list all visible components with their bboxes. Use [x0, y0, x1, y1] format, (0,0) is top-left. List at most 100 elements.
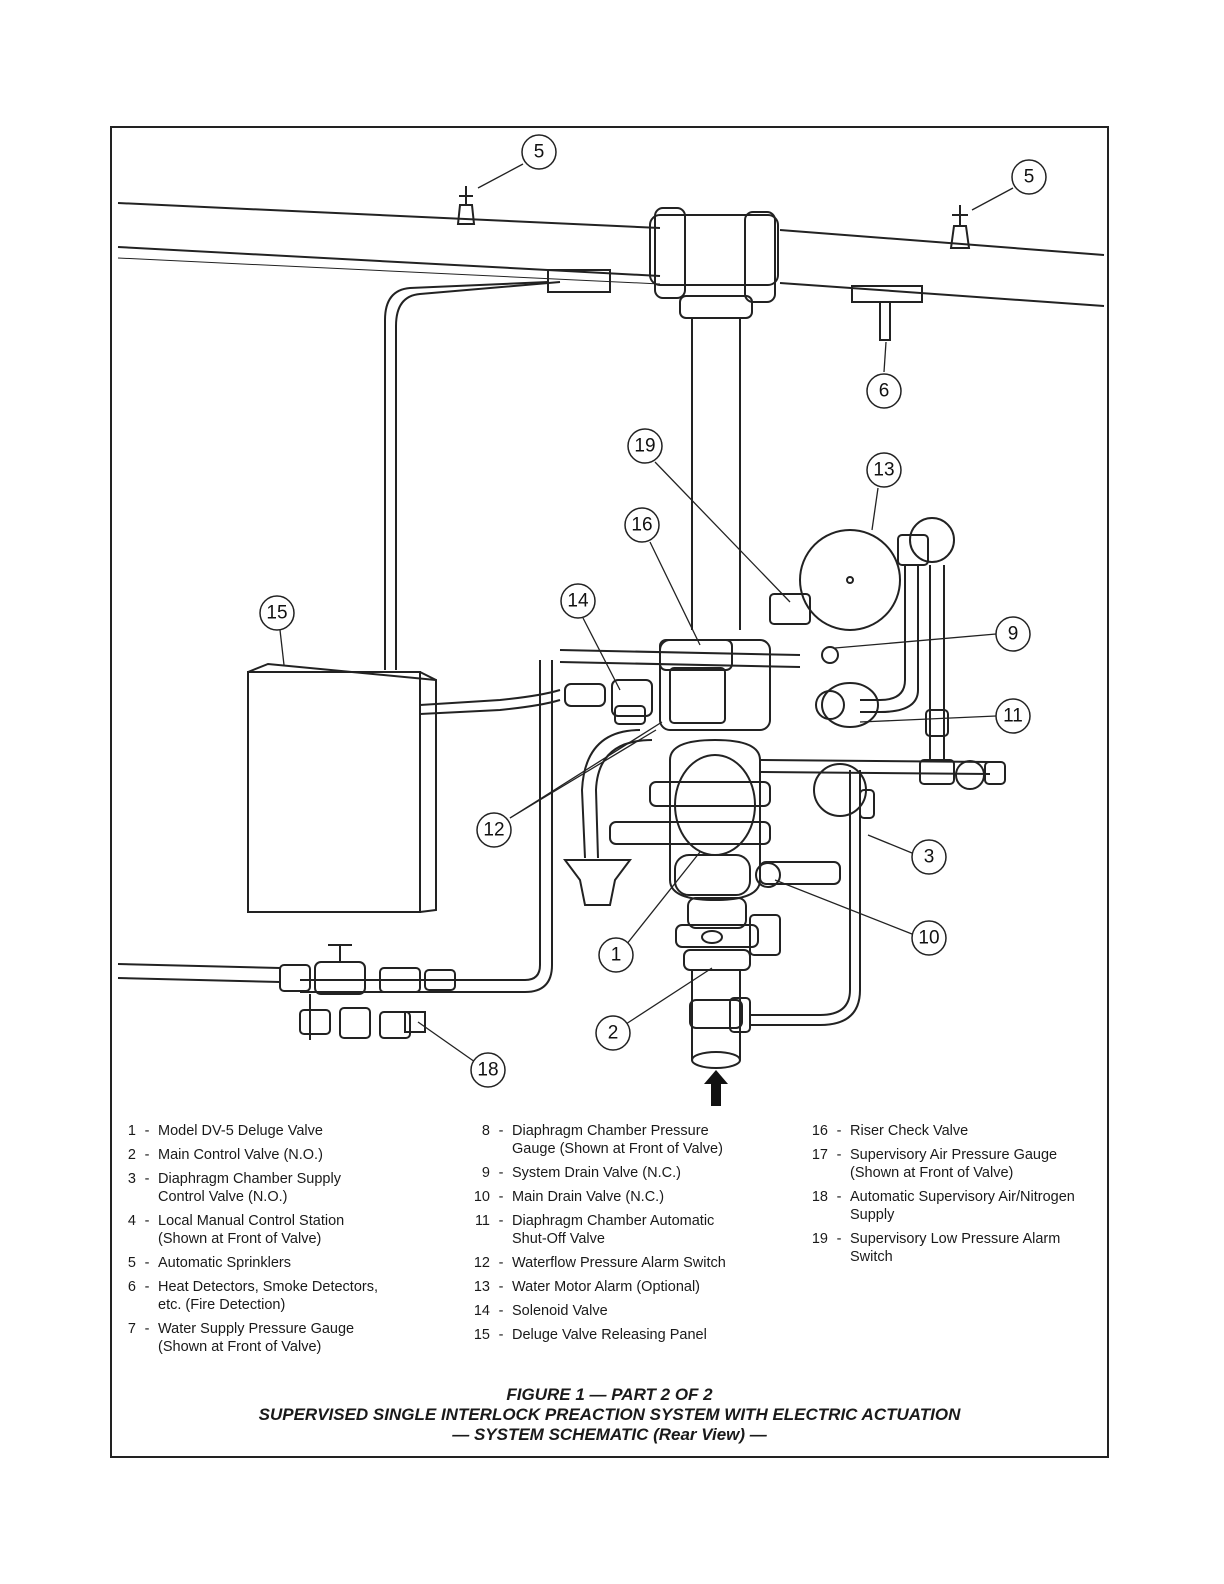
legend-item: 17-Supervisory Air Pressure Gauge (Shown… — [811, 1147, 1058, 1181]
legend-item: 5-Automatic Sprinklers — [127, 1255, 291, 1271]
junction-box — [547, 269, 611, 293]
drain-funnel — [563, 859, 632, 906]
caption-line-2: SUPERVISED SINGLE INTERLOCK PREACTION SY… — [258, 1405, 961, 1424]
legend-column-1: 1-Model DV-5 Deluge Valve 2-Main Control… — [110, 1122, 450, 1362]
svg-text:5: 5 — [534, 142, 545, 163]
legend-item: 12-Waterflow Pressure Alarm Switch — [473, 1255, 726, 1271]
sprinkler-left-icon — [456, 186, 476, 225]
legend-item: 3-Diaphragm Chamber Supply Control Valve… — [127, 1171, 341, 1205]
drain-pipe-top — [759, 759, 991, 763]
drain-pipe-bottom — [759, 771, 991, 775]
callout-1: 1 — [598, 937, 634, 973]
alarm-line-loop — [580, 729, 641, 859]
callouts: 5 5 6 19 13 16 15 14 — [259, 134, 1047, 1088]
trim-loop-right — [750, 770, 851, 1016]
callout-5-left: 5 — [521, 134, 557, 170]
callout-2: 2 — [595, 1015, 631, 1051]
callout-6: 6 — [866, 373, 902, 409]
legend-item: 7-Water Supply Pressure Gauge (Shown at … — [127, 1321, 355, 1355]
legend-item: 4-Local Manual Control Station (Shown at… — [127, 1213, 345, 1247]
figure-frame — [110, 126, 1109, 1458]
releasing-panel — [247, 662, 437, 913]
svg-text:10: 10 — [918, 928, 939, 949]
legend-item: 9-System Drain Valve (N.C.) — [481, 1165, 681, 1181]
sprinkler-right-icon — [949, 205, 971, 249]
callout-3: 3 — [911, 839, 947, 875]
callout-12: 12 — [476, 812, 512, 848]
main-pipe-top-left — [117, 202, 661, 229]
svg-text:14: 14 — [567, 591, 589, 612]
heat-detector-icon — [879, 301, 891, 341]
legend-item: 16-Riser Check Valve — [811, 1123, 969, 1139]
main-control-valve — [675, 897, 781, 1069]
trim-fittings-2 — [609, 821, 771, 845]
legend-item: 18-Automatic Supervisory Air/Nitrogen Su… — [811, 1189, 1075, 1223]
svg-text:6: 6 — [879, 381, 890, 402]
legend-item: 15-Deluge Valve Releasing Panel — [473, 1327, 707, 1343]
legend-item: 13-Water Motor Alarm (Optional) — [473, 1279, 701, 1295]
svg-text:3: 3 — [924, 847, 935, 868]
figure-caption: FIGURE 1 — PART 2 OF 2 SUPERVISED SINGLE… — [110, 1385, 1109, 1445]
air-supply-trim — [279, 944, 456, 1040]
deluge-valve-body — [659, 639, 771, 902]
callout-5-right: 5 — [1011, 159, 1047, 195]
legend-item: 6-Heat Detectors, Smoke Detectors, etc. … — [127, 1279, 378, 1313]
main-drain-valve — [755, 862, 781, 888]
main-pipe-bottom-right — [779, 282, 1105, 307]
caption-line-1: FIGURE 1 — PART 2 OF 2 — [506, 1385, 713, 1404]
tee-coupling-left — [654, 207, 686, 299]
svg-text:11: 11 — [1003, 706, 1023, 727]
tee-coupling-right — [744, 211, 776, 303]
air-line-bottom — [300, 964, 541, 981]
riser-check-valve — [659, 639, 733, 671]
main-pipe-shadow-left — [117, 257, 661, 285]
conduit-upper — [384, 281, 549, 670]
upper-trim-pipe-2 — [559, 661, 801, 668]
callout-15: 15 — [259, 595, 295, 631]
air-line-bottom-2 — [300, 964, 553, 993]
main-pipe-bottom-left — [117, 246, 661, 277]
solenoid-valve — [564, 679, 653, 725]
svg-text:16: 16 — [631, 515, 652, 536]
conduit-to-solenoid — [419, 689, 561, 706]
caption-line-3: — SYSTEM SCHEMATIC (Rear View) — — [452, 1425, 767, 1444]
callout-18: 18 — [470, 1052, 506, 1088]
svg-text:1: 1 — [611, 945, 622, 966]
svg-text:18: 18 — [477, 1060, 498, 1081]
main-pipe-top-right — [779, 229, 1105, 256]
legend-item: 14-Solenoid Valve — [473, 1303, 608, 1319]
legend-column-3: 16-Riser Check Valve 17-Supervisory Air … — [802, 1122, 1102, 1272]
trim-loop-right-2 — [750, 770, 861, 1026]
legend-item: 1-Model DV-5 Deluge Valve — [127, 1123, 323, 1139]
leader-lines — [279, 163, 1014, 1063]
callout-16: 16 — [624, 507, 660, 543]
supply-pipe-top — [117, 963, 281, 969]
water-motor-alarm — [799, 517, 1006, 790]
trim-fittings-1 — [649, 781, 771, 807]
svg-text:13: 13 — [873, 460, 894, 481]
supply-pipe-bottom — [117, 977, 281, 983]
svg-text:9: 9 — [1008, 624, 1019, 645]
legend-item: 11-Diaphragm Chamber Automatic Shut-Off … — [474, 1213, 715, 1247]
callout-13: 13 — [866, 452, 902, 488]
callout-11: 11 — [995, 698, 1031, 734]
legend-item: 2-Main Control Valve (N.O.) — [127, 1147, 323, 1163]
valve-block — [669, 667, 726, 724]
supply-control-valve — [859, 789, 875, 819]
tee-fitting — [649, 214, 779, 286]
svg-text:15: 15 — [266, 603, 287, 624]
inflow-arrow-icon — [704, 1070, 728, 1106]
conduit-to-solenoid-2 — [419, 699, 561, 715]
callout-19: 19 — [627, 428, 663, 464]
callout-10: 10 — [911, 920, 947, 956]
svg-text:2: 2 — [608, 1023, 619, 1044]
low-pressure-switch — [769, 593, 811, 625]
system-drain-valve — [815, 646, 879, 728]
upper-trim-pipe — [559, 649, 801, 656]
riser-coupling-top — [679, 295, 753, 319]
conduit-upper-2 — [395, 281, 561, 670]
legend-column-2: 8-Diaphragm Chamber Pressure Gauge (Show… — [464, 1122, 784, 1350]
callout-9: 9 — [995, 616, 1031, 652]
svg-text:5: 5 — [1024, 167, 1035, 188]
